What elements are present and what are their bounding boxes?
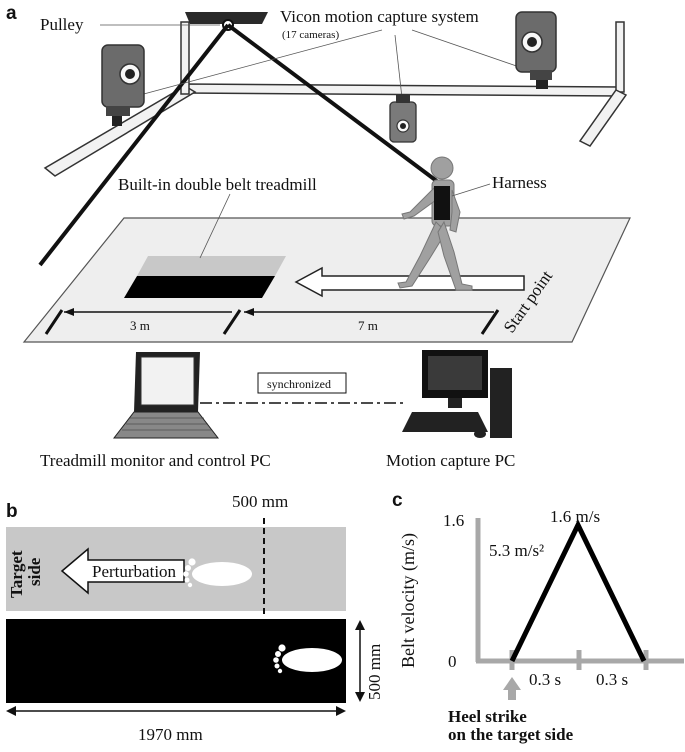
rope-right	[226, 23, 440, 184]
treadmill-belt-gray	[137, 256, 286, 276]
pulley-label: Pulley	[40, 15, 84, 34]
time-label-1: 0.3 s	[529, 670, 561, 689]
vicon-label: Vicon motion capture system	[280, 7, 479, 26]
vicon-sublabel: (17 cameras)	[282, 29, 339, 41]
accel-label: 5.3 m/s²	[489, 541, 544, 560]
perturbation-arrow	[60, 547, 185, 595]
camera-left-icon	[101, 44, 145, 126]
distance-7m: 7 m	[244, 308, 500, 335]
capture-frame	[43, 21, 628, 177]
panel-a-letter: a	[6, 3, 17, 24]
dist-7m-label: 7 m	[358, 318, 378, 333]
mm500-top-label: 500 mm	[232, 492, 288, 511]
target-side-label-2: side	[25, 557, 44, 586]
time-label-2: 0.3 s	[596, 670, 628, 689]
target-side-label-1: Target	[7, 550, 26, 598]
harness-label: Harness	[492, 173, 547, 192]
treadmill-belt-black	[124, 276, 275, 298]
harness	[434, 186, 450, 220]
peak-label: 1.6 m/s	[550, 507, 600, 526]
perturbation-label: Perturbation	[92, 562, 177, 581]
y-tick-0: 0	[448, 652, 457, 671]
dist-3m-label: 3 m	[130, 318, 150, 333]
dim-1970mm: 1970 mm	[6, 706, 346, 744]
mm1970-label: 1970 mm	[138, 725, 203, 744]
panel-c: c 1.6 0 Belt velocity (m/s) 1.6 m/s 5.3 …	[392, 490, 684, 744]
sync-box	[257, 372, 347, 394]
y-tick-1-6: 1.6	[443, 511, 464, 530]
distance-3m: 3 m	[44, 308, 242, 335]
footprint-nontarget-icon	[273, 644, 342, 674]
panel-c-letter: c	[392, 490, 403, 511]
y-axis-label: Belt velocity (m/s)	[398, 533, 419, 668]
camera-right-icon	[515, 11, 557, 89]
camera-center-icon	[389, 94, 417, 143]
desktop-pc-icon	[402, 350, 512, 438]
rope-left	[38, 23, 230, 267]
laptop-icon	[112, 352, 220, 439]
footprint-target-icon	[183, 558, 252, 588]
heel-strike-label-2: on the target side	[448, 725, 574, 744]
sync-label: synchronized	[267, 377, 331, 391]
heel-strike-arrow-icon	[503, 677, 521, 700]
mm500-right-label: 500 mm	[365, 644, 384, 700]
velocity-profile	[509, 519, 647, 663]
motion-pc-label: Motion capture PC	[386, 451, 515, 470]
panel-b-letter: b	[6, 501, 18, 522]
treadmill-label: Built-in double belt treadmill	[118, 175, 317, 194]
treadmill-pc-label: Treadmill monitor and control PC	[40, 451, 271, 470]
panel-a: a Pulley Vicon motion capture system (17…	[6, 3, 631, 470]
dim-500mm-right: 500 mm	[355, 620, 384, 702]
heel-strike-label-1: Heel strike	[448, 707, 527, 726]
panel-b: b 500 mm Target side Perturbation	[6, 492, 384, 744]
